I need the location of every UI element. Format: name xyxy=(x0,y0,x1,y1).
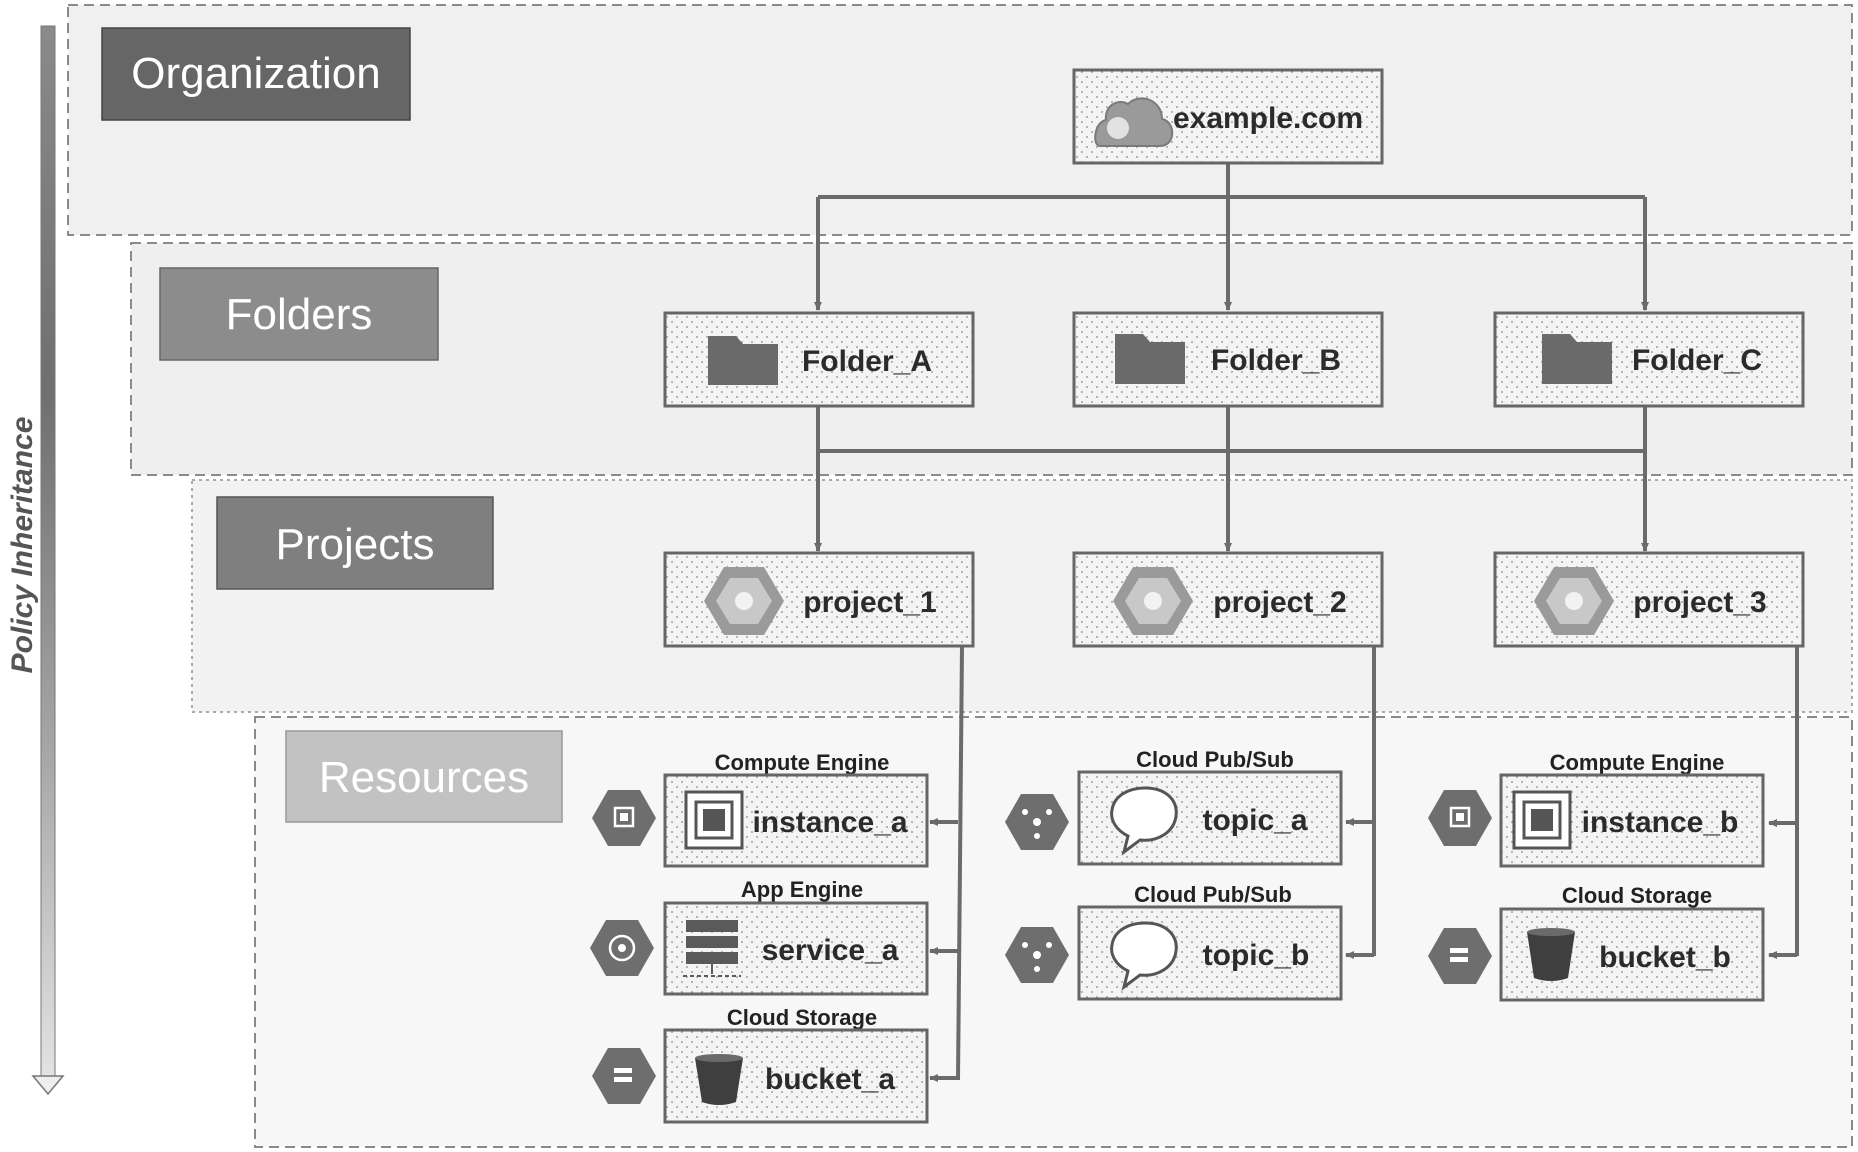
resource-label: service_a xyxy=(762,934,899,967)
resource-label: instance_a xyxy=(752,806,907,839)
compute-engine-hex-icon xyxy=(592,790,656,846)
org-node: example.com xyxy=(1072,68,1384,165)
service-label: Cloud Storage xyxy=(1562,883,1712,908)
folder-label: Folder_A xyxy=(802,345,932,378)
projects-tag xyxy=(216,496,494,590)
resource-bucket-b: Cloud Storage bucket_b xyxy=(1428,883,1765,1002)
project-hexagon-icon xyxy=(1534,567,1614,635)
service-label: Compute Engine xyxy=(715,750,890,775)
resource-label: topic_b xyxy=(1203,939,1310,972)
server-icon xyxy=(683,920,741,977)
project-label: project_1 xyxy=(803,586,936,619)
organization-tag xyxy=(101,27,411,121)
project-label: project_3 xyxy=(1633,586,1766,619)
org-label: example.com xyxy=(1173,102,1363,135)
resource-service-a: App Engine service_a xyxy=(590,877,929,996)
service-label: Cloud Pub/Sub xyxy=(1136,747,1294,772)
bucket-icon xyxy=(1527,932,1575,981)
folders-tag-label: Folders xyxy=(226,290,373,339)
resource-bucket-a: Cloud Storage bucket_a xyxy=(592,1005,929,1124)
resource-label: instance_b xyxy=(1582,806,1739,839)
resource-label: bucket_b xyxy=(1599,941,1731,974)
chip-icon xyxy=(684,790,744,850)
connectors xyxy=(814,164,1799,1082)
policy-inheritance-label: Policy Inheritance xyxy=(6,417,39,674)
resource-topic-a: Cloud Pub/Sub topic_a xyxy=(1005,747,1343,866)
cloud-icon xyxy=(1094,97,1174,147)
organization-tag-label: Organization xyxy=(131,49,380,98)
resource-label: bucket_a xyxy=(765,1063,895,1096)
compute-engine-hex-icon xyxy=(1428,790,1492,846)
folders-tag xyxy=(159,267,439,361)
cloud-storage-hex-icon xyxy=(592,1048,656,1104)
resource-instance-a: Compute Engine instance_a xyxy=(592,750,929,868)
bucket-icon xyxy=(695,1058,743,1105)
service-label: Compute Engine xyxy=(1550,750,1725,775)
resources-tag xyxy=(285,730,563,823)
folder-node-c: Folder_C xyxy=(1493,311,1805,408)
service-label: Cloud Storage xyxy=(727,1005,877,1030)
cloud-storage-hex-icon xyxy=(1428,928,1492,984)
project-node-1: project_1 xyxy=(663,551,975,648)
pubsub-hex-icon xyxy=(1005,927,1069,983)
project-label: project_2 xyxy=(1213,586,1346,619)
folder-label: Folder_B xyxy=(1211,344,1341,377)
folder-node-a: Folder_A xyxy=(663,311,975,408)
pubsub-hex-icon xyxy=(1005,794,1069,850)
policy-inheritance-arrow xyxy=(31,25,65,1096)
folder-node-b: Folder_B xyxy=(1072,311,1384,408)
service-label: App Engine xyxy=(741,877,863,902)
project-node-2: project_2 xyxy=(1072,551,1384,648)
resource-topic-b: Cloud Pub/Sub topic_b xyxy=(1005,882,1343,1001)
folder-icon xyxy=(708,336,778,385)
folder-icon xyxy=(1115,334,1185,384)
project-hexagon-icon xyxy=(1113,567,1193,635)
chip-icon xyxy=(1512,790,1572,850)
folder-label: Folder_C xyxy=(1632,344,1762,377)
resource-instance-b: Compute Engine instance_b xyxy=(1428,750,1765,868)
speech-bubble-icon xyxy=(1110,786,1178,856)
service-label: Cloud Pub/Sub xyxy=(1134,882,1292,907)
app-engine-hex-icon xyxy=(590,920,654,976)
folder-icon xyxy=(1542,334,1612,384)
project-hexagon-icon xyxy=(704,567,784,635)
speech-bubble-icon xyxy=(1110,921,1178,991)
resources-tag-label: Resources xyxy=(319,753,529,802)
resource-label: topic_a xyxy=(1202,804,1307,837)
project-node-3: project_3 xyxy=(1493,551,1805,648)
projects-tag-label: Projects xyxy=(276,520,435,569)
